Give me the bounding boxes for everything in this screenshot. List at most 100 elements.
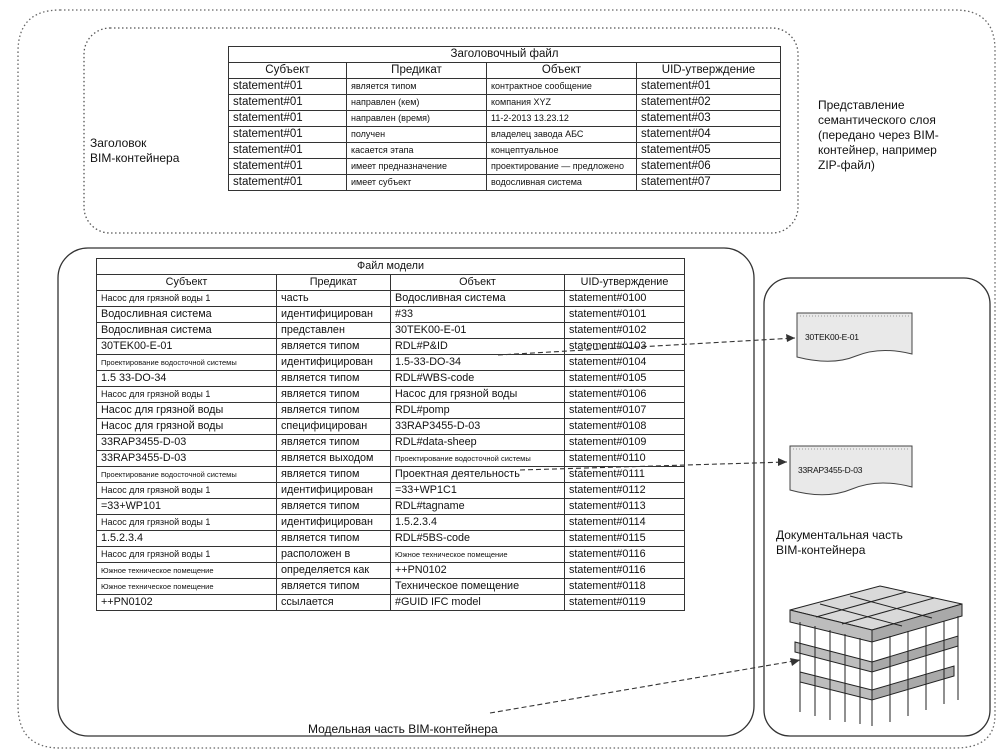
table-cell: statement#02 (635, 94, 782, 111)
table-cell: является типом (276, 498, 391, 515)
column-header: Предикат (346, 62, 487, 79)
connector-ifc (489, 659, 801, 714)
table-cell: statement#01 (228, 158, 347, 175)
table-cell: 30TEK00-E-01 (96, 338, 277, 355)
header-label-line1: Заголовок (90, 136, 147, 150)
column-header: Объект (390, 274, 565, 291)
table-cell: является типом (276, 370, 391, 387)
table-cell: =33+WP1C1 (390, 482, 565, 499)
table-cell: является типом (276, 434, 391, 451)
table-cell: Насос для грязной воды 1 (96, 290, 277, 307)
table-cell: statement#0100 (563, 290, 686, 307)
table-cell: ++PN0102 (96, 594, 277, 611)
building-icon (789, 585, 963, 726)
table-cell: statement#0105 (563, 370, 686, 387)
table-cell: Водосливная система (96, 322, 277, 339)
table-cell: RDL#tagname (390, 498, 565, 515)
table-cell: Южное техническое помещение (96, 578, 277, 595)
table-cell: специфицирован (276, 418, 391, 435)
table-cell: statement#05 (635, 142, 782, 159)
table-cell: statement#0104 (563, 354, 686, 371)
table-cell: 1.5 33-DO-34 (96, 370, 277, 387)
table-cell: #33 (390, 306, 565, 323)
table-cell: расположен в (276, 546, 391, 563)
table-cell: Насос для грязной воды (96, 418, 277, 435)
table-cell: водосливная система (486, 174, 637, 191)
column-header: UID-утверждение (635, 62, 782, 79)
table-cell: statement#0115 (563, 530, 686, 547)
column-header: Субъект (96, 274, 277, 291)
table-cell: 1.5.2.3.4 (390, 514, 565, 531)
table-cell: statement#0101 (563, 306, 686, 323)
table-cell: statement#07 (635, 174, 782, 191)
table-cell: идентифицирован (276, 354, 391, 371)
table-cell: statement#0113 (563, 498, 686, 515)
table-cell: statement#0114 (563, 514, 686, 531)
model-frame (57, 247, 755, 737)
table-cell: Насос для грязной воды 1 (96, 482, 277, 499)
semantic-note-line: семантического слоя (818, 113, 936, 127)
table-cell: получен (346, 126, 487, 143)
table-cell: 1.5.2.3.4 (96, 530, 277, 547)
connector-arrowheads (778, 334, 800, 666)
table-cell: направлен (кем) (346, 94, 487, 111)
table-cell: statement#0119 (563, 594, 686, 611)
table-cell: statement#01 (635, 78, 782, 95)
table-cell: компания XYZ (486, 94, 637, 111)
table-cell: statement#0108 (563, 418, 686, 435)
table-cell: RDL#pomp (390, 402, 565, 419)
table-cell: RDL#data-sheep (390, 434, 565, 451)
table-cell: statement#0116 (563, 562, 686, 579)
column-header: Предикат (276, 274, 391, 291)
table-cell: statement#0110 (563, 450, 686, 467)
table-cell: 30TEK00-E-01 (390, 322, 565, 339)
table-cell: Насос для грязной воды 1 (96, 546, 277, 563)
header-label: Заголовок BIM-контейнера (90, 136, 179, 166)
table-cell: statement#0103 (563, 338, 686, 355)
table-cell: Насос для грязной воды (390, 386, 565, 403)
table-cell: Насос для грязной воды (96, 402, 277, 419)
table-cell: statement#0116 (563, 546, 686, 563)
table-cell: Проектирование водосточной системы (96, 466, 277, 483)
header-table-title: Заголовочный файл (227, 46, 782, 63)
table-cell: является типом (276, 578, 391, 595)
table-cell: statement#0102 (563, 322, 686, 339)
table-cell: #GUID IFC model (390, 594, 565, 611)
table-cell: statement#06 (635, 158, 782, 175)
table-cell: представлен (276, 322, 391, 339)
table-cell: statement#0107 (563, 402, 686, 419)
document-2-label: 33RAP3455-D-03 (798, 465, 863, 475)
table-cell: ссылается (276, 594, 391, 611)
table-cell: statement#01 (228, 94, 347, 111)
table-cell: 33RAP3455-D-03 (96, 434, 277, 451)
table-cell: является типом (276, 386, 391, 403)
table-cell: идентифицирован (276, 514, 391, 531)
table-cell: является типом (346, 78, 487, 95)
table-cell: контрактное сообщение (486, 78, 637, 95)
table-cell: Техническое помещение (390, 578, 565, 595)
table-cell: является типом (276, 402, 391, 419)
table-cell: Проектная деятельность (390, 466, 565, 483)
table-cell: statement#01 (228, 78, 347, 95)
table-cell: statement#01 (228, 174, 347, 191)
